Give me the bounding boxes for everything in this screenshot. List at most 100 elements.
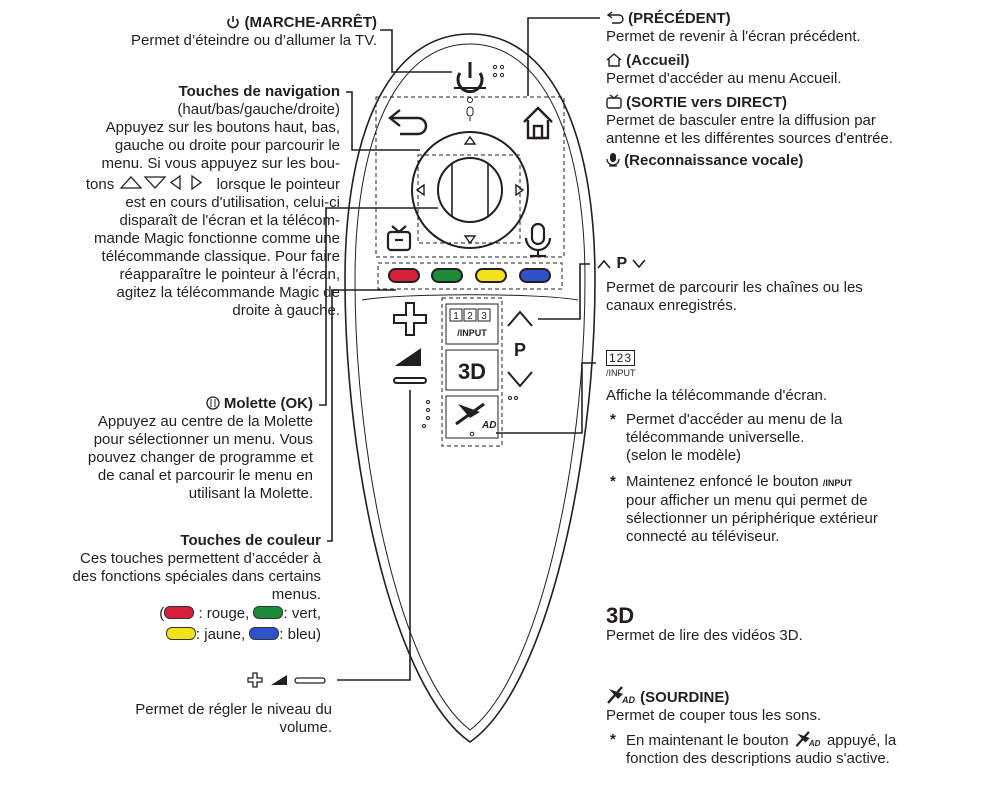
back-icon-small: [606, 11, 624, 24]
color-title: Touches de couleur: [180, 532, 321, 549]
red-swatch: [164, 606, 195, 619]
mic-icon-small: [606, 153, 620, 167]
power-section: (MARCHE-ARRÊT) Permet d’éteindre ou d’al…: [0, 14, 377, 50]
mute-icon-inline: AD: [795, 731, 820, 747]
p-line-2: canaux enregistrés.: [606, 297, 737, 314]
nav-line-2: gauche ou droite pour parcourir le: [114, 137, 340, 154]
wheel-line-4: de canal et parcourir le menu en: [97, 467, 313, 484]
program-controls: [507, 310, 533, 388]
wheel-line-2: pour sélectionner un menu. Vous: [93, 431, 313, 448]
yellow-label: : jaune,: [195, 626, 246, 643]
chevron-up-icon: [597, 259, 611, 269]
nav-title: Touches de navigation: [178, 83, 340, 100]
power-icon: [454, 62, 505, 94]
red-button: [388, 268, 420, 283]
p-button-label: P: [514, 340, 526, 360]
volume-section: Permet de régler le niveau du volume.: [0, 701, 332, 737]
mute-button-icon: AD: [455, 402, 496, 437]
input-inline-label: /INPUT: [822, 478, 853, 488]
vol-line-1: Permet de régler le niveau du: [135, 701, 332, 718]
wheel-line-1: Appuyez au centre de la Molette: [97, 413, 313, 430]
svg-text:2: 2: [467, 311, 473, 322]
blue-button: [519, 268, 551, 283]
input-section: 123 /INPUT Affiche la télécommande d'écr…: [606, 350, 978, 546]
input-label-small: /INPUT: [606, 368, 636, 378]
power-title: (MARCHE-ARRÊT): [244, 14, 377, 31]
green-label: : vert,: [283, 605, 321, 622]
program-section: P Permet de parcourir les chaînes ou les…: [596, 255, 976, 315]
blue-swatch: [249, 627, 280, 640]
nav-line-4: tons lorsque le pointeur: [0, 173, 340, 194]
wheel-heading: Molette (OK): [0, 395, 313, 413]
voice-button-icon: [524, 222, 552, 258]
input-heading: 123 /INPUT: [606, 350, 978, 379]
callout-lines: [319, 17, 600, 681]
power-heading: (MARCHE-ARRÊT): [0, 14, 377, 32]
p-heading: P: [596, 255, 976, 273]
p-label: P: [616, 255, 627, 272]
nav-line-5: est en cours d'utilisation, celui-ci: [125, 194, 340, 211]
mute-note: * En maintenant le bouton AD appuyé, la …: [610, 731, 897, 767]
color-section: Touches de couleur Ces touches permetten…: [0, 532, 321, 604]
mute-icon-small: AD: [607, 686, 635, 704]
wheel-section: Molette (OK) Appuyez au centre de la Mol…: [0, 395, 313, 503]
wheel-ok: [437, 157, 503, 223]
color-line-2: des fonctions spéciales dans certains: [72, 568, 321, 585]
mute-title: (SOURDINE): [640, 689, 730, 706]
color-line-1: Ces touches permettent d’accéder à: [80, 550, 321, 567]
input-button-icon: 1 2 3 /INPUT: [449, 308, 491, 338]
power-icon-small: [227, 16, 240, 29]
voice-title: (Reconnaissance vocale): [624, 152, 804, 169]
home-heading: (Accueil): [606, 52, 978, 70]
mute-desc: Permet de couper tous les sons.: [606, 707, 822, 724]
color-legend: ( : rouge, : vert, : jaune, : bleu): [0, 603, 321, 645]
input-digits: 123: [606, 350, 636, 366]
d3-button-label: 3D: [458, 359, 486, 384]
live-icon-small: [606, 94, 622, 109]
back-heading: (PRÉCÉDENT): [606, 10, 978, 28]
remote-outline-inner: [354, 43, 586, 731]
remote-outline: [344, 33, 596, 743]
svg-text:AD: AD: [621, 695, 635, 704]
d3-desc: Permet de lire des vidéos 3D.: [606, 627, 803, 644]
nav-line-9: réapparaître le pointeur à l'écran,: [119, 266, 341, 283]
svg-text:3: 3: [481, 311, 487, 322]
d3-label: 3D: [606, 603, 635, 628]
nav-line-7: mande Magic fonctionne comme une: [94, 230, 340, 247]
live-heading: (SORTIE vers DIRECT): [606, 94, 978, 112]
nav-line-6: disparaît de l'écran et la télécom-: [119, 212, 340, 229]
nav-line-10: agitez la télécommande Magic de: [116, 284, 340, 301]
live-line-1: Permet de basculer entre la diffusion pa…: [606, 112, 876, 129]
nav-line-3: menu. Si vous appuyez sur les bou-: [101, 155, 340, 172]
voice-heading: (Reconnaissance vocale): [606, 152, 978, 170]
nav-line-11: droite à gauche.: [232, 302, 340, 319]
back-desc: Permet de revenir à l'écran précédent.: [606, 28, 861, 45]
live-tv-icon: [386, 225, 412, 252]
volume-controls: [393, 302, 427, 384]
chevron-down-icon: [632, 259, 646, 269]
svg-text:1: 1: [453, 311, 459, 322]
nav-arrows: [415, 135, 525, 245]
blue-label: : bleu): [279, 626, 321, 643]
navigation-section: Touches de navigation (haut/bas/gauche/d…: [0, 83, 340, 320]
live-line-2: antenne et les différentes sources d'ent…: [606, 130, 893, 147]
nav-ring: [411, 131, 529, 249]
volume-icons-inline: [247, 672, 326, 688]
right-top-section: (PRÉCÉDENT) Permet de revenir à l'écran …: [606, 10, 978, 170]
yellow-swatch: [165, 627, 196, 640]
color-line-3: menus.: [271, 586, 321, 603]
back-title: (PRÉCÉDENT): [628, 10, 731, 27]
red-label: : rouge,: [198, 605, 250, 622]
wheel-line-3: pouvez changer de programme et: [87, 449, 313, 466]
live-title: (SORTIE vers DIRECT): [626, 94, 788, 111]
home-button-icon: [523, 106, 553, 140]
green-swatch: [253, 606, 284, 619]
wheel-icon: [206, 396, 220, 410]
home-icon-small: [606, 53, 622, 67]
nav-line-8: télécommande classique. Pour faire: [101, 248, 340, 265]
green-button: [431, 268, 463, 283]
wheel-line-5: utilisant la Molette.: [188, 485, 313, 502]
nav-tons: tons: [85, 176, 115, 193]
mute-section: AD (SOURDINE) Permet de couper tous les …: [606, 686, 982, 768]
